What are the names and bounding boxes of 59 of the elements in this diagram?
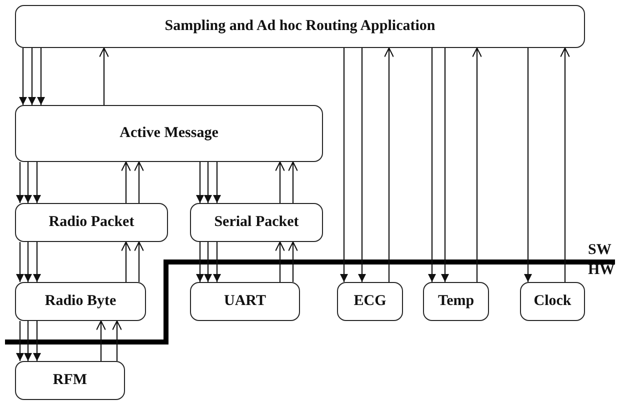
module-label: Serial Packet xyxy=(214,214,299,231)
module-label: Clock xyxy=(534,293,572,310)
module-box xyxy=(190,203,323,242)
module-label: Temp xyxy=(438,293,474,310)
arrow xyxy=(37,48,45,105)
module-label: Sampling and Ad hoc Routing Application xyxy=(164,18,436,35)
arrow xyxy=(204,162,212,203)
arrow xyxy=(33,162,41,203)
arrow xyxy=(120,241,132,282)
arrow xyxy=(33,321,41,361)
arrow xyxy=(33,242,41,282)
module-box xyxy=(520,282,585,321)
arrow xyxy=(428,48,436,282)
arrow xyxy=(24,162,32,203)
arrow xyxy=(204,242,212,282)
arrow xyxy=(288,161,298,203)
arrow xyxy=(213,242,221,282)
module-box xyxy=(423,282,489,321)
module-box xyxy=(15,203,168,242)
arrow xyxy=(358,48,366,282)
arrow xyxy=(24,321,32,361)
arrow xyxy=(134,241,144,282)
layer-label: SW xyxy=(588,243,612,258)
arrow xyxy=(441,48,449,282)
arrow xyxy=(524,48,532,282)
arrow xyxy=(19,48,27,105)
arrow xyxy=(112,320,122,361)
arrow xyxy=(134,161,144,203)
layer-label: HW xyxy=(588,263,615,278)
arrow xyxy=(16,242,24,282)
arrow xyxy=(274,161,286,203)
module-box xyxy=(15,105,323,162)
arrow xyxy=(24,242,32,282)
arrow xyxy=(196,242,204,282)
arrow xyxy=(28,48,36,105)
module-label: UART xyxy=(224,293,266,310)
module-label: ECG xyxy=(354,293,386,310)
arrow xyxy=(288,241,298,282)
module-box xyxy=(15,282,146,321)
arrow xyxy=(560,47,570,282)
module-label: Radio Byte xyxy=(44,293,116,310)
arrow xyxy=(340,48,348,282)
module-box xyxy=(15,5,585,48)
arrow xyxy=(96,320,106,361)
arrow xyxy=(213,162,221,203)
arrow xyxy=(274,241,286,282)
module-box xyxy=(15,361,125,400)
module-label: RFM xyxy=(52,372,88,389)
arrow xyxy=(16,162,24,203)
module-box xyxy=(190,282,300,321)
module-label: Radio Packet xyxy=(48,214,134,231)
module-box xyxy=(337,282,403,321)
arrow xyxy=(98,47,110,105)
arrow xyxy=(120,161,132,203)
arrow xyxy=(196,162,204,203)
module-label: Active Message xyxy=(120,125,218,142)
arrow xyxy=(384,47,394,282)
arrow xyxy=(16,321,24,361)
arrow xyxy=(472,47,482,282)
